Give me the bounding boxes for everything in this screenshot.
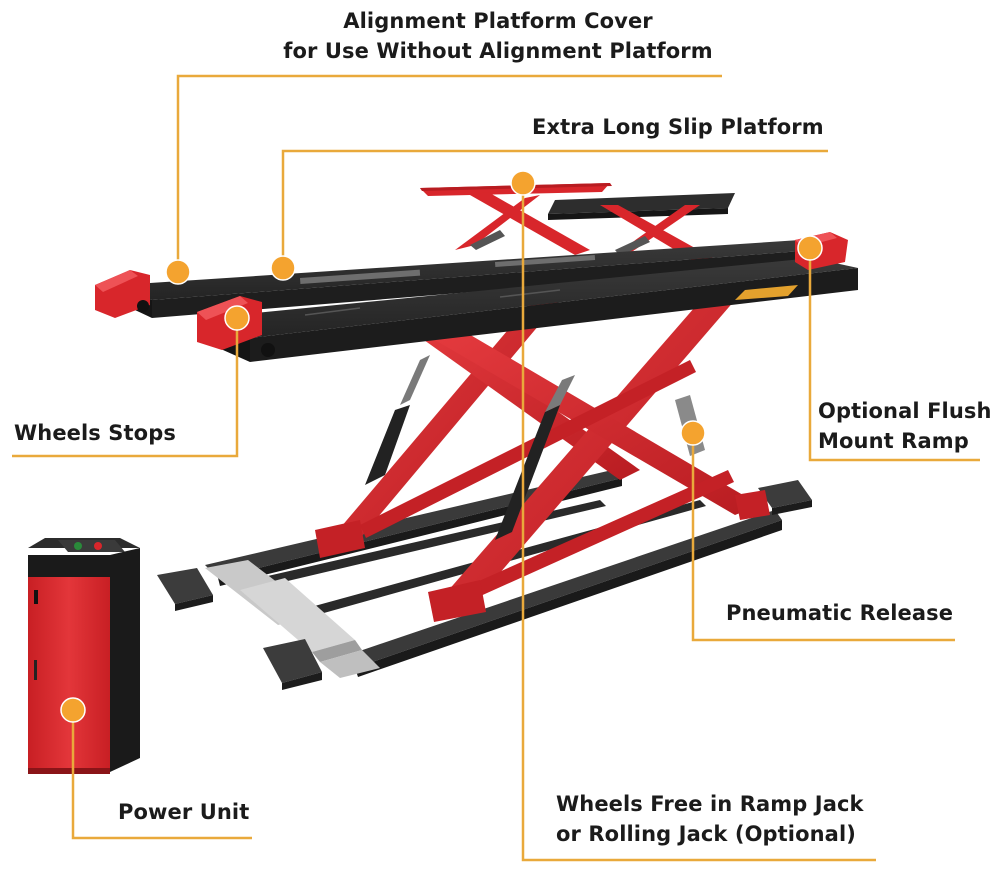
dot-alignment-cover — [165, 259, 191, 285]
label-pneumatic-release-text: Pneumatic Release — [726, 601, 954, 625]
dot-wheels-free — [510, 170, 536, 196]
label-wheels-free-line1: Wheels Free in Ramp Jack — [556, 792, 864, 816]
floor-pads — [157, 480, 812, 690]
dot-wheel-stops — [224, 305, 250, 331]
leader-lines — [12, 74, 980, 862]
label-wheels-free-line2: or Rolling Jack (Optional) — [556, 822, 856, 846]
flush-mount-ramp — [735, 285, 798, 300]
main-scissor-arms — [315, 292, 770, 622]
dot-flush-ramp — [797, 235, 823, 261]
label-power-unit-text: Power Unit — [118, 800, 250, 824]
label-wheels-free: Wheels Free in Ramp Jack or Rolling Jack… — [556, 789, 864, 849]
label-wheel-stops: Wheels Stops — [14, 418, 176, 448]
label-slip-platform-text: Extra Long Slip Platform — [532, 115, 824, 139]
leader-power-unit — [71, 710, 252, 840]
dot-slip-platform — [270, 255, 296, 281]
leader-wheel-stops — [12, 318, 239, 458]
label-alignment-cover: Alignment Platform Cover for Use Without… — [272, 6, 724, 66]
callout-dots — [60, 170, 823, 723]
label-flush-ramp-line1: Optional Flush — [818, 399, 992, 423]
leader-wheels-free — [521, 183, 876, 862]
label-flush-ramp-line2: Mount Ramp — [818, 429, 969, 453]
label-alignment-cover-line2: for Use Without Alignment Platform — [283, 39, 713, 63]
leader-flush-ramp — [808, 248, 980, 462]
label-pneumatic-release: Pneumatic Release — [726, 598, 953, 628]
dot-power-unit — [60, 697, 86, 723]
leader-pneumatic-release — [691, 433, 955, 642]
leader-alignment-cover — [176, 74, 722, 272]
label-slip-platform: Extra Long Slip Platform — [532, 112, 824, 142]
power-unit-cabinet — [28, 538, 140, 774]
label-power-unit: Power Unit — [118, 797, 249, 827]
label-alignment-cover-line1: Alignment Platform Cover — [343, 9, 653, 33]
label-flush-ramp: Optional Flush Mount Ramp — [818, 396, 992, 456]
dot-pneumatic-release — [680, 420, 706, 446]
label-wheel-stops-text: Wheels Stops — [14, 421, 176, 445]
leader-slip-platform — [281, 149, 828, 268]
